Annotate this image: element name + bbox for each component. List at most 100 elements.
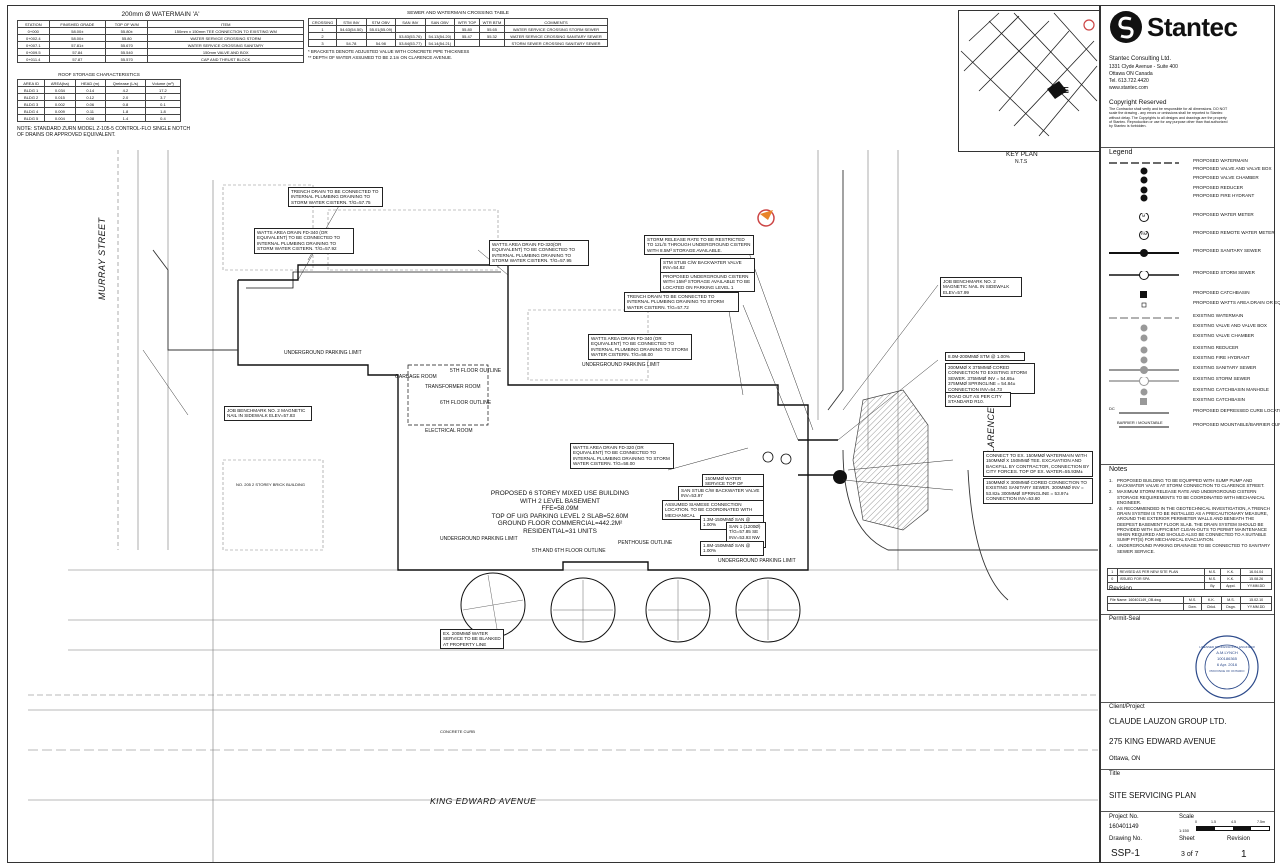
roof-table-cell: BLDG 2 <box>16 93 46 101</box>
notes-heading: Notes <box>1109 466 1128 473</box>
crossing-table-header: COMMENTS <box>504 18 608 26</box>
note-item: 2.MAXIMUM STORM RELEASE RATE AND UNDERGR… <box>1109 489 1271 505</box>
watermain-table-cell: 58.00± <box>48 27 107 35</box>
revision-cell: 0 <box>1107 575 1118 583</box>
crossing-table-cell: 1 <box>307 25 338 33</box>
crossing-note-1: * BRACKETS DENOTE ADJUSTED VALUE WITH CO… <box>308 49 470 54</box>
crossing-table-header: WTR TOP <box>454 18 480 26</box>
roof-table-cell: 0.002 <box>44 100 76 108</box>
note-text: PROPOSED BUILDING TO BE EQUIPPED WITH SU… <box>1117 478 1265 489</box>
crossing-table-header: SAN INV <box>395 18 426 26</box>
legend-item: PROPOSED DEPRESSED CURB LOCATIONS <box>1101 406 1280 418</box>
legend-item: PROPOSED STORM SEWER <box>1101 268 1276 280</box>
legend-item-label: EXISTING WATERMAIN <box>1193 313 1244 318</box>
roof-table-cell: 0.8 <box>104 100 146 108</box>
crossing-table-title: SEWER AND WATERMAIN CROSSING TABLE <box>407 11 509 16</box>
callout-trench-drain-1: TRENCH DRAIN TO BE CONNECTED TO INTERNAL… <box>288 187 383 208</box>
crossing-table-header: CROSSING <box>307 18 338 26</box>
legend-item-label: PROPOSED STORM SEWER <box>1193 270 1255 275</box>
legend-item-label: PROPOSED VALVE AND VALVE BOX <box>1193 166 1272 171</box>
roof-table-cell: 0.004 <box>44 114 76 122</box>
roof-table-cell: 17.2 <box>144 86 182 94</box>
crossing-table-cell: 55.80 <box>454 25 480 33</box>
crossing-table-header: SAN OBV <box>424 18 456 26</box>
legend-ex-hydrant-icon <box>1109 356 1179 364</box>
project-city: Ottawa, ON <box>1109 756 1141 762</box>
project-no-heading: Project No. <box>1109 814 1139 820</box>
roof-table-cell: 1.4 <box>104 114 146 122</box>
legend-item-label: PROPOSED SANITARY SEWER <box>1193 248 1261 253</box>
roof-table-header: Qrelease (L/s) <box>104 79 146 87</box>
drawing-frame <box>7 5 1100 863</box>
revision-cell: K.K. <box>1220 575 1242 583</box>
legend-line-solid-icon <box>1109 159 1179 165</box>
file-cell: 15.02.10 <box>1240 596 1272 604</box>
callout-cistern: PROPOSED UNDERGROUND CISTERN WITH 15m³ S… <box>660 272 755 293</box>
crossing-table-cell <box>365 32 397 40</box>
callout-san-stub: SAN STUB c/w BACKWATER VALVE INV=53.97 <box>678 486 764 501</box>
watermain-table-cell: 0+011.4 <box>17 55 50 63</box>
company-address-1: 1331 Clyde Avenue - Suite 400 <box>1109 64 1178 70</box>
note-item: 4.UNDERGROUND PARKING DRAINAGE TO BE CON… <box>1109 543 1271 553</box>
client-heading: Client/Project <box>1109 704 1145 710</box>
legend-dc-symbol: DC <box>1109 406 1115 411</box>
building-line-6: RESIDENTIAL=31 UNITS <box>523 527 597 535</box>
legend-ex-cb-icon <box>1109 398 1179 405</box>
client-name: CLAUDE LAUZON GROUP LTD. <box>1109 717 1227 726</box>
permit-seal-heading: Permit-Seal <box>1109 616 1141 622</box>
crossing-table-cell: 55.47 <box>454 32 480 40</box>
crossing-table-cell <box>424 25 456 33</box>
crossing-table-cell: 55.01(55.09) <box>365 25 397 33</box>
note-item: 3.AS RECOMMENDED IN THE GEOTECHNICAL INV… <box>1109 506 1271 542</box>
legend-ex-reducer-icon <box>1109 346 1179 354</box>
watermain-table-cell: 58.00± <box>48 34 107 42</box>
roof-table-cell: 0.4 <box>144 114 182 122</box>
company-name: Stantec Consulting Ltd. <box>1109 56 1172 62</box>
watermain-table-cell: CAP AND THRUST BLOCK <box>147 55 304 63</box>
callout-watts-fd340-2: WATTS AREA DRAIN FD-340 (OR EQUIVALENT) … <box>588 334 692 360</box>
roof-table-cell: 3.7 <box>144 93 182 101</box>
sheet-value: 3 of 7 <box>1181 851 1199 858</box>
legend-ex-cbmh-icon <box>1109 388 1179 396</box>
callout-stm-stub: STM STUB c/w BACKWATER VALVE INV=54.82 <box>660 258 755 273</box>
legend-item-label: EXISTING SANITARY SEWER <box>1193 365 1257 370</box>
legend-item: PROPOSED SANITARY SEWER <box>1101 246 1276 258</box>
crossing-table-header: WTR BTM <box>478 18 506 26</box>
revision-no-value: 1 <box>1241 849 1247 860</box>
label-ug-limit-1: UNDERGROUND PARKING LIMIT <box>284 350 362 356</box>
legend-item: EXISTING VALVE AND VALVE BOX <box>1101 321 1276 333</box>
building-line-2: WITH 2 LEVEL BASEMENT <box>519 497 601 505</box>
legend-item-label: PROPOSED DEPRESSED CURB LOCATIONS <box>1193 408 1280 413</box>
notes-list: 1.PROPOSED BUILDING TO BE EQUIPPED WITH … <box>1109 478 1271 555</box>
legend-item-label: EXISTING VALVE CHAMBER <box>1193 333 1255 338</box>
legend-chamber-icon <box>1109 176 1179 184</box>
revision-heading: Revision <box>1109 586 1133 592</box>
title-heading: Title <box>1109 771 1121 777</box>
legend-item-label: EXISTING REDUCER <box>1193 345 1239 350</box>
legend-item: EXISTING FIRE HYDRANT <box>1101 353 1276 365</box>
crossing-note-2: ** DEPTH OF WATER ASSUMED TO BE 2.1m ON … <box>308 55 453 60</box>
stantec-logo-icon <box>1110 11 1142 43</box>
callout-benchmark-2b: JOB BENCHMARK NO. 2 MAGNETIC NAIL IN SID… <box>224 406 312 421</box>
seal-line-2: A.M.LYNCH <box>1216 650 1238 655</box>
legend-remote-meter-symbol: RM <box>1141 231 1148 236</box>
legend-item-label: EXISTING FIRE HYDRANT <box>1193 355 1250 360</box>
label-6th-floor-outline: 6TH FLOOR OUTLINE <box>440 400 492 406</box>
crossing-table-cell <box>336 32 367 40</box>
legend-ex-line-icon <box>1109 314 1179 320</box>
seal-line-5: PROVINCE OF ONTARIO <box>1209 669 1245 673</box>
seal-line-3: 100186365 <box>1216 656 1238 661</box>
watermain-table-title: 200mm Ø WATERMAIN 'A' <box>121 11 200 18</box>
legend-item: EXISTING CATCHBASIN <box>1101 395 1276 407</box>
watermain-table-cell: 150mm VALVE AND BOX <box>147 48 304 56</box>
watermain-table-cell: 0+009.5 <box>17 48 50 56</box>
